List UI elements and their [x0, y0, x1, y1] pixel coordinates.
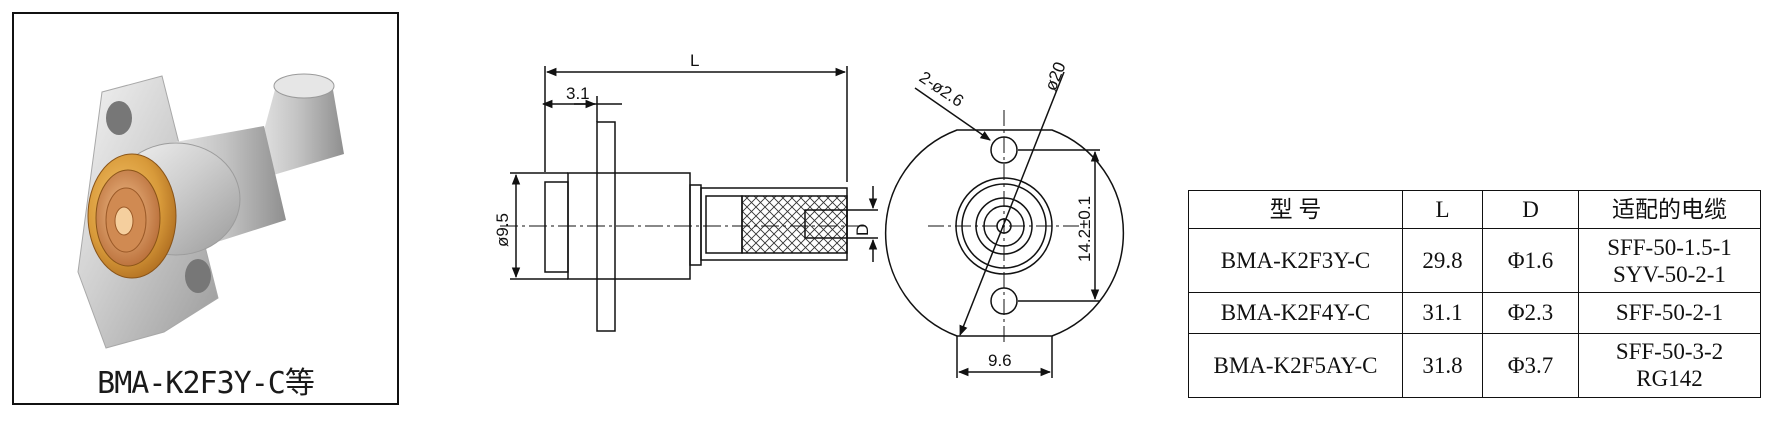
label-body-diameter: ø9.5 [493, 213, 512, 247]
cell-L: 31.1 [1402, 292, 1483, 334]
side-view [500, 66, 878, 332]
header-L: L [1402, 190, 1483, 229]
header-cable: 适配的电缆 [1578, 190, 1761, 229]
label-outer-diameter: ø20 [1041, 59, 1070, 93]
spec-table: 型 号 L D 适配的电缆 BMA-K2F3Y-C 29.8 Φ1.6 SFF-… [1188, 190, 1761, 399]
cell-cable: SFF-50-1.5-1 SYV-50-2-1 [1578, 227, 1761, 294]
cable-name: SFF-50-1.5-1 [1607, 234, 1732, 260]
cable-name: SFF-50-2-1 [1615, 300, 1724, 326]
label-mount-holes: 2-ø2.6 [916, 68, 967, 111]
cell-D: Φ3.7 [1482, 332, 1579, 399]
label-height: 14.2±0.1 [1075, 196, 1094, 262]
cell-model: BMA-K2F5AY-C [1188, 332, 1403, 399]
label-width: 9.6 [988, 351, 1012, 370]
cell-D: Φ2.3 [1482, 292, 1579, 334]
header-model: 型 号 [1188, 190, 1403, 229]
leader-holes [914, 87, 991, 141]
cell-L: 29.8 [1402, 227, 1483, 294]
leader-outer-dia [959, 71, 1065, 336]
label-flange-thickness: 3.1 [566, 84, 590, 103]
table-row: BMA-K2F4Y-C 31.1 Φ2.3 SFF-50-2-1 [1188, 292, 1761, 334]
cable-name: SYV-50-2-1 [1613, 261, 1726, 287]
cell-cable: SFF-50-2-1 [1578, 292, 1761, 334]
cell-cable: SFF-50-3-2 RG142 [1578, 332, 1761, 399]
table-row: BMA-K2F3Y-C 29.8 Φ1.6 SFF-50-1.5-1 SYV-5… [1188, 227, 1761, 294]
product-photo-panel: BMA-K2F3Y-C等 [12, 12, 399, 405]
cable-name: RG142 [1636, 366, 1703, 392]
table-row: BMA-K2F5AY-C 31.8 Φ3.7 SFF-50-3-2 RG142 [1188, 332, 1761, 399]
label-L: L [690, 51, 699, 70]
cell-model: BMA-K2F4Y-C [1188, 292, 1403, 334]
front-view [884, 71, 1125, 378]
connector-photo [77, 73, 344, 349]
cable-name: SFF-50-3-2 [1615, 339, 1724, 365]
label-D: D [853, 224, 872, 236]
header-D: D [1482, 190, 1579, 229]
table-header-row: 型 号 L D 适配的电缆 [1188, 190, 1761, 229]
product-caption: BMA-K2F3Y-C等 [97, 366, 315, 401]
cell-model: BMA-K2F3Y-C [1188, 227, 1403, 294]
cell-L: 31.8 [1402, 332, 1483, 399]
cell-D: Φ1.6 [1482, 227, 1579, 294]
